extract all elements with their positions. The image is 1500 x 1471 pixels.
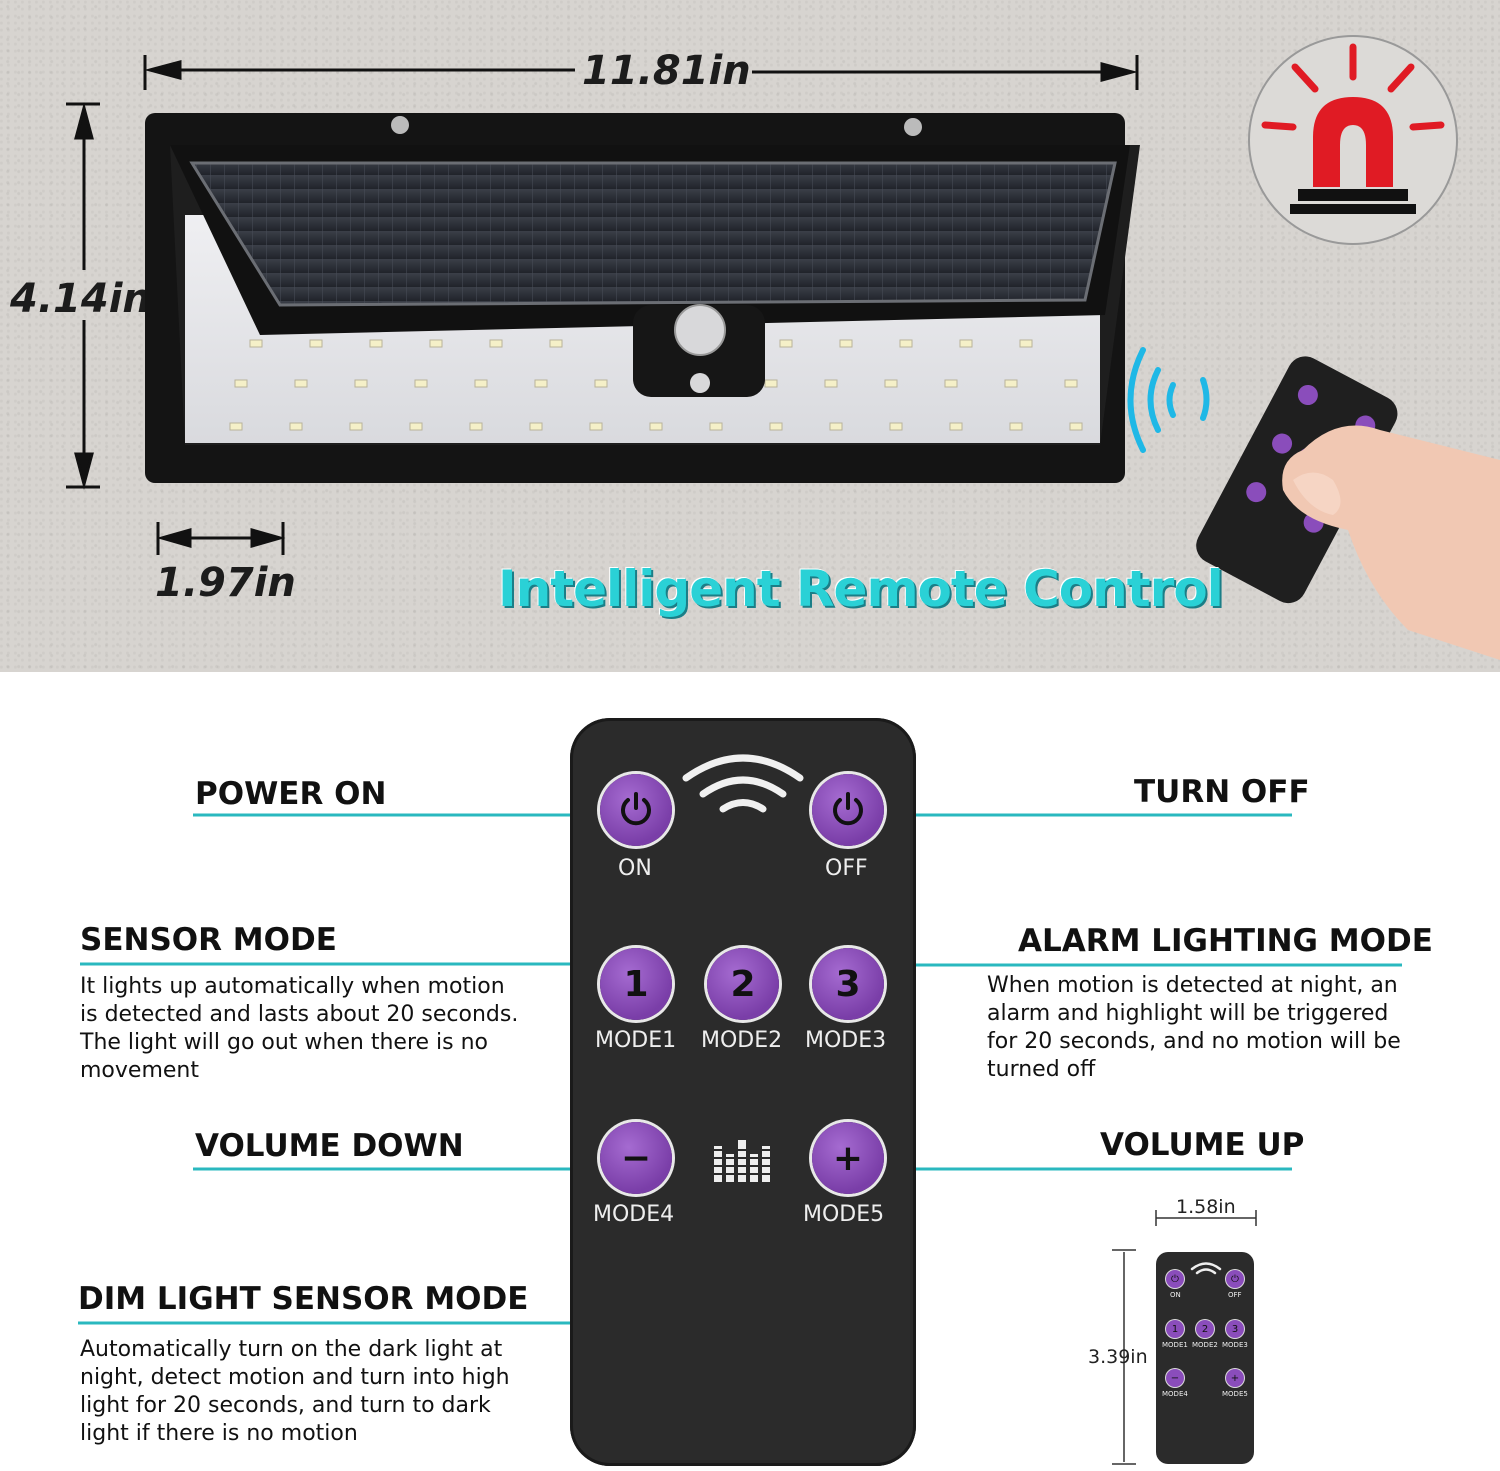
solar-light-image — [145, 113, 1140, 483]
mini-mode3-button: 3 — [1226, 1320, 1244, 1338]
on-button-label: ON — [618, 856, 652, 881]
turn-off-label: TURN OFF — [1134, 774, 1310, 810]
mini-mode1-label: MODE1 — [1162, 1341, 1188, 1349]
mode2-button[interactable]: 2 — [707, 948, 779, 1020]
remote-control: ON OFF 1 2 3 MODE1 MODE2 MODE3 − + MODE4… — [570, 718, 916, 1466]
dim-mode-label: DIM LIGHT SENSOR MODE — [78, 1281, 529, 1317]
mode1-label: MODE1 — [595, 1028, 677, 1053]
mini-mode2-label: MODE2 — [1192, 1341, 1218, 1349]
off-button[interactable] — [812, 774, 884, 846]
hand-holding-remote-image — [1127, 347, 1500, 660]
tagline: Intelligent Remote Control — [498, 560, 1224, 618]
depth-dimension: 1.97in — [155, 560, 296, 606]
mode5-label: MODE5 — [803, 1202, 885, 1227]
height-dimension: 4.14in — [10, 276, 151, 322]
mode1-button[interactable]: 1 — [600, 948, 672, 1020]
mini-mode3-label: MODE3 — [1222, 1341, 1248, 1349]
signal-icon — [682, 754, 804, 813]
mini-mode4-label: MODE4 — [1162, 1390, 1188, 1398]
power-on-label: POWER ON — [195, 776, 387, 812]
signal-icon — [1190, 1262, 1222, 1275]
alarm-siren-icon — [1248, 35, 1458, 245]
mini-off-button: ⏻ — [1226, 1270, 1244, 1288]
mini-on-button: ⏻ — [1166, 1270, 1184, 1288]
mode2-label: MODE2 — [701, 1028, 783, 1053]
dimension-arrows — [66, 55, 1139, 555]
alarm-mode-label: ALARM LIGHTING MODE — [1018, 923, 1433, 959]
equalizer-icon — [712, 1140, 776, 1182]
mini-remote-width: 1.58in — [1176, 1196, 1236, 1218]
mode3-button[interactable]: 3 — [812, 948, 884, 1020]
mini-mode5-label: MODE5 — [1222, 1390, 1248, 1398]
volume-down-button[interactable]: − — [600, 1122, 672, 1194]
volume-up-label: VOLUME UP — [1100, 1127, 1305, 1163]
volume-down-label: VOLUME DOWN — [195, 1128, 464, 1164]
mini-mode1-button: 1 — [1166, 1320, 1184, 1338]
sensor-mode-label: SENSOR MODE — [80, 922, 337, 958]
off-button-label: OFF — [825, 856, 868, 881]
mini-remote-image: ⏻ ⏻ ON OFF 1 2 3 MODE1 MODE2 MODE3 − + M… — [1156, 1252, 1254, 1464]
power-icon — [621, 792, 651, 826]
power-icon — [833, 792, 863, 826]
width-dimension: 11.81in — [582, 48, 751, 94]
mini-remote-height: 3.39in — [1088, 1346, 1148, 1368]
mini-mode2-button: 2 — [1196, 1320, 1214, 1338]
mini-on-label: ON — [1170, 1291, 1181, 1299]
mini-volume-down-button: − — [1166, 1369, 1184, 1387]
mini-volume-up-button: + — [1226, 1369, 1244, 1387]
mode3-label: MODE3 — [805, 1028, 887, 1053]
volume-up-button[interactable]: + — [812, 1122, 884, 1194]
mode4-label: MODE4 — [593, 1202, 675, 1227]
on-button[interactable] — [600, 774, 672, 846]
product-photo-area: 11.81in 4.14in 1.97in — [0, 0, 1500, 672]
mini-off-label: OFF — [1228, 1291, 1242, 1299]
